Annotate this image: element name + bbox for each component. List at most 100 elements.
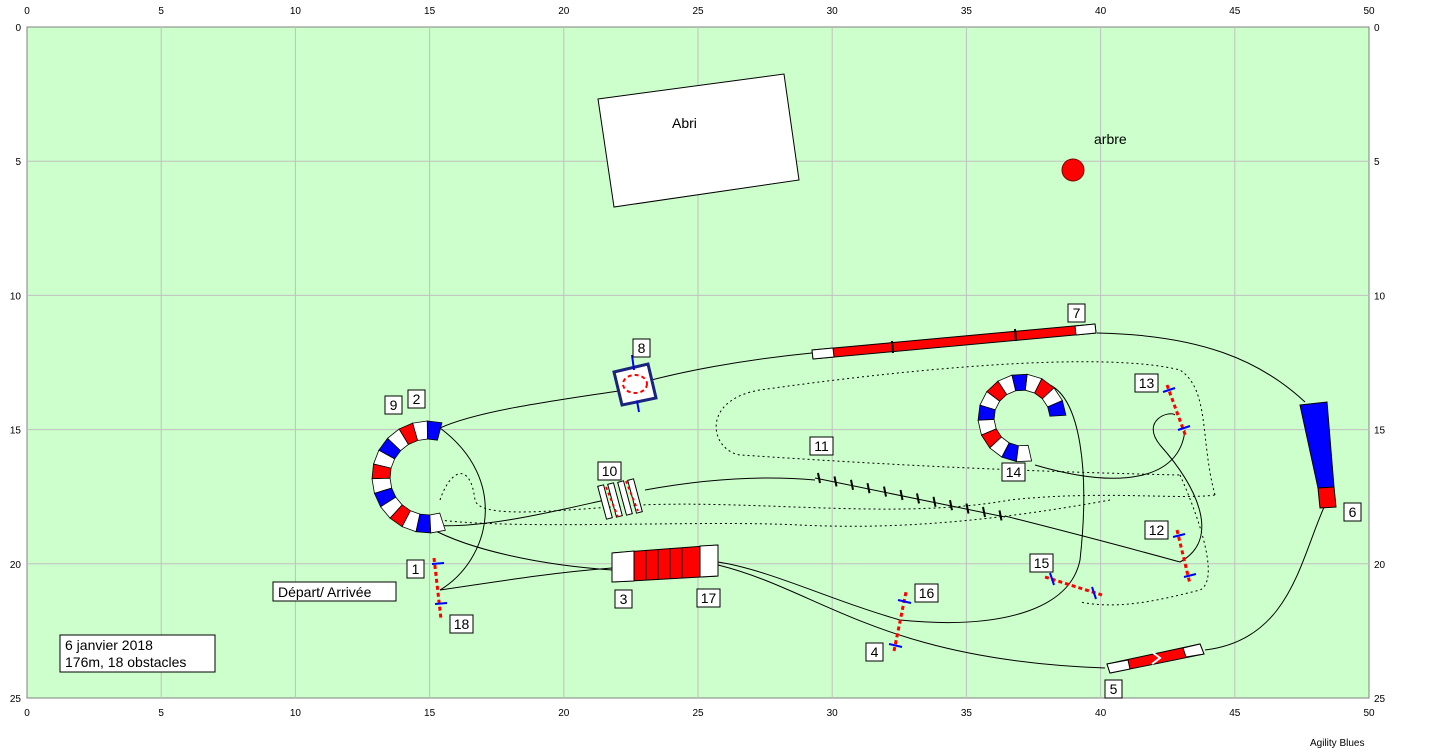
y-tick-right: 5 xyxy=(1374,157,1380,168)
brand-label: Agility Blues xyxy=(1310,738,1364,749)
obstacle-number-18: 18 xyxy=(454,616,470,632)
weave-pole xyxy=(817,472,821,484)
x-tick-top: 20 xyxy=(558,6,570,17)
tree-label: arbre xyxy=(1094,131,1127,147)
x-tick-bottom: 25 xyxy=(692,708,704,719)
x-tick-bottom: 40 xyxy=(1095,708,1107,719)
seesaw-5 xyxy=(1106,643,1205,674)
longjump-10 xyxy=(597,478,643,520)
info-date: 6 janvier 2018 xyxy=(65,637,153,653)
curved-tunnel-14 xyxy=(977,373,1067,463)
shelter-label: Abri xyxy=(672,115,697,131)
x-tick-bottom: 50 xyxy=(1363,708,1375,719)
obstacle-number-14: 14 xyxy=(1006,464,1022,480)
obstacle-number-box xyxy=(597,461,622,481)
y-tick-right: 25 xyxy=(1374,694,1386,705)
jump-15 xyxy=(1044,572,1103,600)
obstacle-number-box xyxy=(1134,373,1159,393)
y-tick-right: 15 xyxy=(1374,426,1386,437)
y-tick-left: 10 xyxy=(10,291,22,302)
x-tick-top: 15 xyxy=(424,6,436,17)
obstacle-number-12: 12 xyxy=(1149,522,1165,538)
weave-base xyxy=(814,477,1006,518)
obstacle-number-box xyxy=(914,583,939,603)
obstacle-number-box xyxy=(384,395,403,415)
x-tick-top: 10 xyxy=(290,6,302,17)
y-tick-right: 10 xyxy=(1374,291,1386,302)
weave-pole xyxy=(899,489,904,501)
x-tick-bottom: 0 xyxy=(24,708,30,719)
y-tick-left: 0 xyxy=(15,23,21,34)
y-tick-left: 15 xyxy=(10,426,22,437)
obstacle-number-7: 7 xyxy=(1073,305,1081,321)
weave-pole xyxy=(965,503,970,514)
obstacle-number-box xyxy=(406,559,425,579)
obstacle-number-box xyxy=(1104,679,1123,699)
x-tick-top: 5 xyxy=(158,6,164,17)
dog-path xyxy=(429,332,1326,669)
obstacle-number-5: 5 xyxy=(1110,681,1118,697)
obstacle-number-box xyxy=(865,642,884,662)
x-tick-bottom: 30 xyxy=(827,708,839,719)
obstacle-number-3: 3 xyxy=(620,591,628,607)
weave-pole xyxy=(949,500,953,511)
weave-pole xyxy=(932,496,937,507)
tunnel-3-17 xyxy=(611,544,719,583)
obstacle-number-box xyxy=(1029,553,1054,573)
obstacle-number-6: 6 xyxy=(1349,504,1357,520)
x-tick-top: 25 xyxy=(692,6,704,17)
obstacle-number-box xyxy=(1343,502,1362,522)
x-tick-top: 30 xyxy=(827,6,839,17)
shelter: Abri xyxy=(597,73,800,208)
weave-pole xyxy=(833,476,838,487)
x-tick-top: 35 xyxy=(961,6,973,17)
weave-pole xyxy=(883,486,887,497)
obstacle-number-box xyxy=(696,588,721,608)
weave-pole xyxy=(866,483,871,494)
obstacle-number-box xyxy=(1067,303,1086,323)
obstacle-number-box xyxy=(1144,520,1169,540)
y-tick-left: 20 xyxy=(10,560,22,571)
obstacle-number-10: 10 xyxy=(602,463,618,479)
x-tick-bottom: 10 xyxy=(290,708,302,719)
x-tick-top: 50 xyxy=(1363,6,1375,17)
x-tick-bottom: 15 xyxy=(424,708,436,719)
y-tick-right: 0 xyxy=(1374,23,1380,34)
obstacle-number-11: 11 xyxy=(814,438,829,454)
weave-pole xyxy=(850,479,854,490)
weave-pole xyxy=(916,493,920,504)
obstacle-number-box xyxy=(614,589,633,609)
handler-path xyxy=(439,361,1216,606)
x-tick-top: 40 xyxy=(1095,6,1107,17)
x-tick-bottom: 20 xyxy=(558,708,570,719)
x-tick-bottom: 35 xyxy=(961,708,973,719)
obstacle-number-16: 16 xyxy=(919,585,935,601)
y-tick-left: 5 xyxy=(15,157,21,168)
tunnel-segment xyxy=(429,512,446,534)
y-tick-left: 25 xyxy=(10,694,22,705)
weave-pole xyxy=(982,506,986,518)
jump-1-18 xyxy=(431,557,448,620)
x-tick-top: 45 xyxy=(1229,6,1241,17)
x-tick-bottom: 5 xyxy=(158,708,164,719)
jump-13 xyxy=(1162,384,1191,438)
curved-tunnel-2-9 xyxy=(371,420,446,534)
info-stats: 176m, 18 obstacles xyxy=(65,654,186,670)
obstacle-number-17: 17 xyxy=(701,590,717,606)
obstacle-number-15: 15 xyxy=(1034,555,1050,571)
weave-11 xyxy=(814,472,1006,521)
start-label-box: Départ/ Arrivée xyxy=(272,581,397,602)
start-label: Départ/ Arrivée xyxy=(278,584,372,600)
info-box: 6 janvier 2018 176m, 18 obstacles xyxy=(59,634,216,673)
obstacle-number-box xyxy=(1001,462,1026,482)
obstacle-number-box xyxy=(449,614,474,634)
obstacle-number-13: 13 xyxy=(1139,375,1155,391)
axis-ticks: 0055101015152020252530303535404045455050… xyxy=(10,6,1386,719)
jump-12 xyxy=(1172,529,1197,585)
obstacle-number-box xyxy=(632,338,651,358)
obstacle-number-1: 1 xyxy=(412,561,420,577)
x-tick-bottom: 45 xyxy=(1229,708,1241,719)
obstacle-number-8: 8 xyxy=(638,340,646,356)
